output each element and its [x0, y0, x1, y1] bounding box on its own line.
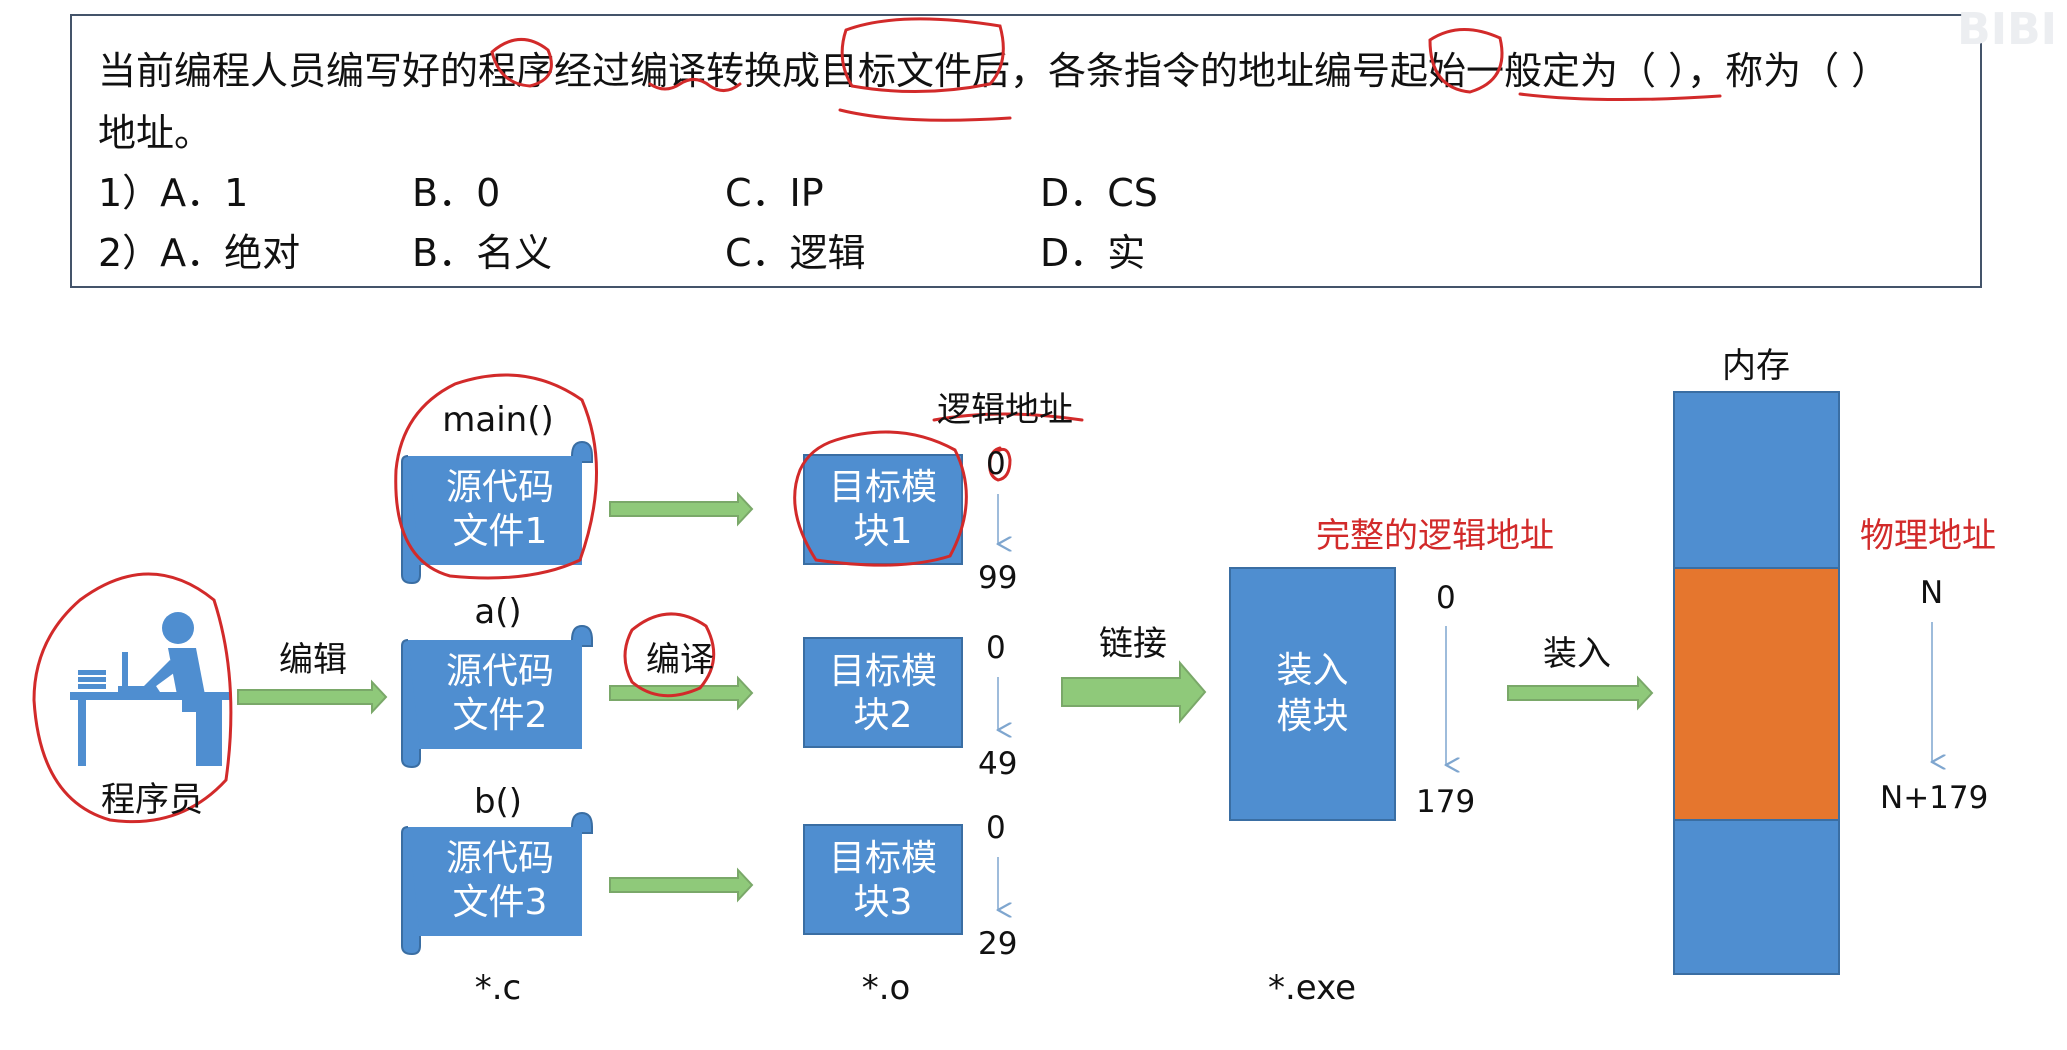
q1-option-b: B．0: [412, 171, 501, 215]
compile-arrow-1: [609, 491, 754, 527]
question-line-2: 地址。: [98, 111, 213, 155]
logical-address-label: 逻辑地址: [937, 390, 1073, 430]
source-2-line-1: 源代码: [445, 651, 554, 692]
load-module-box: [1229, 567, 1396, 821]
module-3-end: 29: [978, 926, 1018, 962]
source-2-text: 源代码 文件2: [420, 650, 580, 738]
watermark: BIBI: [1957, 4, 2057, 55]
edit-arrow: [237, 679, 388, 715]
source-2-function: a(): [474, 592, 522, 632]
object-3-line-2: 块3: [853, 882, 913, 923]
load-module-line-2: 模块: [1276, 696, 1349, 737]
source-3-line-1: 源代码: [445, 838, 554, 879]
compile-label: 编译: [646, 640, 714, 680]
module-1-start: 0: [986, 446, 1006, 482]
compile-arrow-3: [609, 867, 754, 903]
red-annotations: [32, 17, 1722, 824]
source-1-function: main(): [442, 400, 554, 440]
module-2-end: 49: [978, 746, 1018, 782]
source-file-3-scroll: [401, 811, 593, 956]
physical-start: N: [1920, 575, 1944, 611]
load-arrow: [1507, 675, 1654, 711]
load-module-start: 0: [1436, 580, 1456, 616]
q2-option-c: C．逻辑: [725, 231, 866, 275]
q2-option-a: 2）A．绝对: [98, 231, 301, 275]
object-1-text: 目标模 块1: [804, 466, 962, 554]
source-3-text: 源代码 文件3: [420, 837, 580, 925]
module-1-end: 99: [978, 560, 1018, 596]
source-2-line-2: 文件2: [452, 695, 548, 736]
q2-option-b: B．名义: [412, 231, 553, 275]
module-3-start: 0: [986, 810, 1006, 846]
memory-loaded-block: [1673, 567, 1840, 821]
object-2-line-2: 块2: [853, 695, 913, 736]
link-arrow: [1061, 660, 1207, 724]
memory-bottom-block: [1673, 819, 1840, 975]
object-module-2-box: [803, 637, 963, 748]
load-module-line-1: 装入: [1276, 650, 1349, 691]
memory-top-block: [1673, 391, 1840, 569]
physical-address-label: 物理地址: [1860, 516, 1996, 556]
memory-title: 内存: [1722, 346, 1790, 386]
object-3-line-1: 目标模: [828, 838, 937, 879]
object-2-line-1: 目标模: [828, 651, 937, 692]
q2-option-d: D．实: [1040, 231, 1146, 275]
object-1-line-2: 块1: [853, 511, 913, 552]
load-label: 装入: [1543, 634, 1611, 674]
physical-end: N+179: [1880, 780, 1989, 816]
source-1-text: 源代码 文件1: [420, 466, 580, 554]
object-3-text: 目标模 块3: [804, 837, 962, 925]
question-line-1: 当前编程人员编写好的程序经过编译转换成目标文件后，各条指令的地址编号起始一般定为…: [98, 49, 1890, 93]
q1-option-a: 1）A．1: [98, 171, 249, 215]
exe-extension: *.exe: [1267, 968, 1357, 1008]
q1-option-c: C．IP: [725, 171, 824, 215]
source-1-line-1: 源代码: [445, 467, 554, 508]
object-1-line-1: 目标模: [828, 467, 937, 508]
object-extension: *.o: [861, 968, 911, 1008]
source-extension: *.c: [474, 968, 522, 1008]
q1-option-d: D．CS: [1040, 171, 1158, 215]
load-module-end: 179: [1416, 784, 1476, 820]
programmer-label: 程序员: [101, 780, 203, 820]
complete-logical-address-title: 完整的逻辑地址: [1316, 516, 1554, 556]
object-module-1-box: [803, 454, 963, 565]
source-file-2-scroll: [401, 624, 593, 769]
object-2-text: 目标模 块2: [804, 650, 962, 738]
source-file-1-scroll: [401, 440, 593, 585]
source-1-line-2: 文件1: [452, 511, 548, 552]
module-2-start: 0: [986, 630, 1006, 666]
source-3-line-2: 文件3: [452, 882, 548, 923]
object-module-3-box: [803, 824, 963, 935]
source-3-function: b(): [473, 782, 523, 822]
programmer-icon: [70, 612, 230, 766]
edit-label: 编辑: [279, 640, 347, 680]
load-module-text: 装入 模块: [1230, 648, 1395, 740]
link-label: 链接: [1099, 624, 1167, 664]
question-box: [70, 14, 1982, 288]
